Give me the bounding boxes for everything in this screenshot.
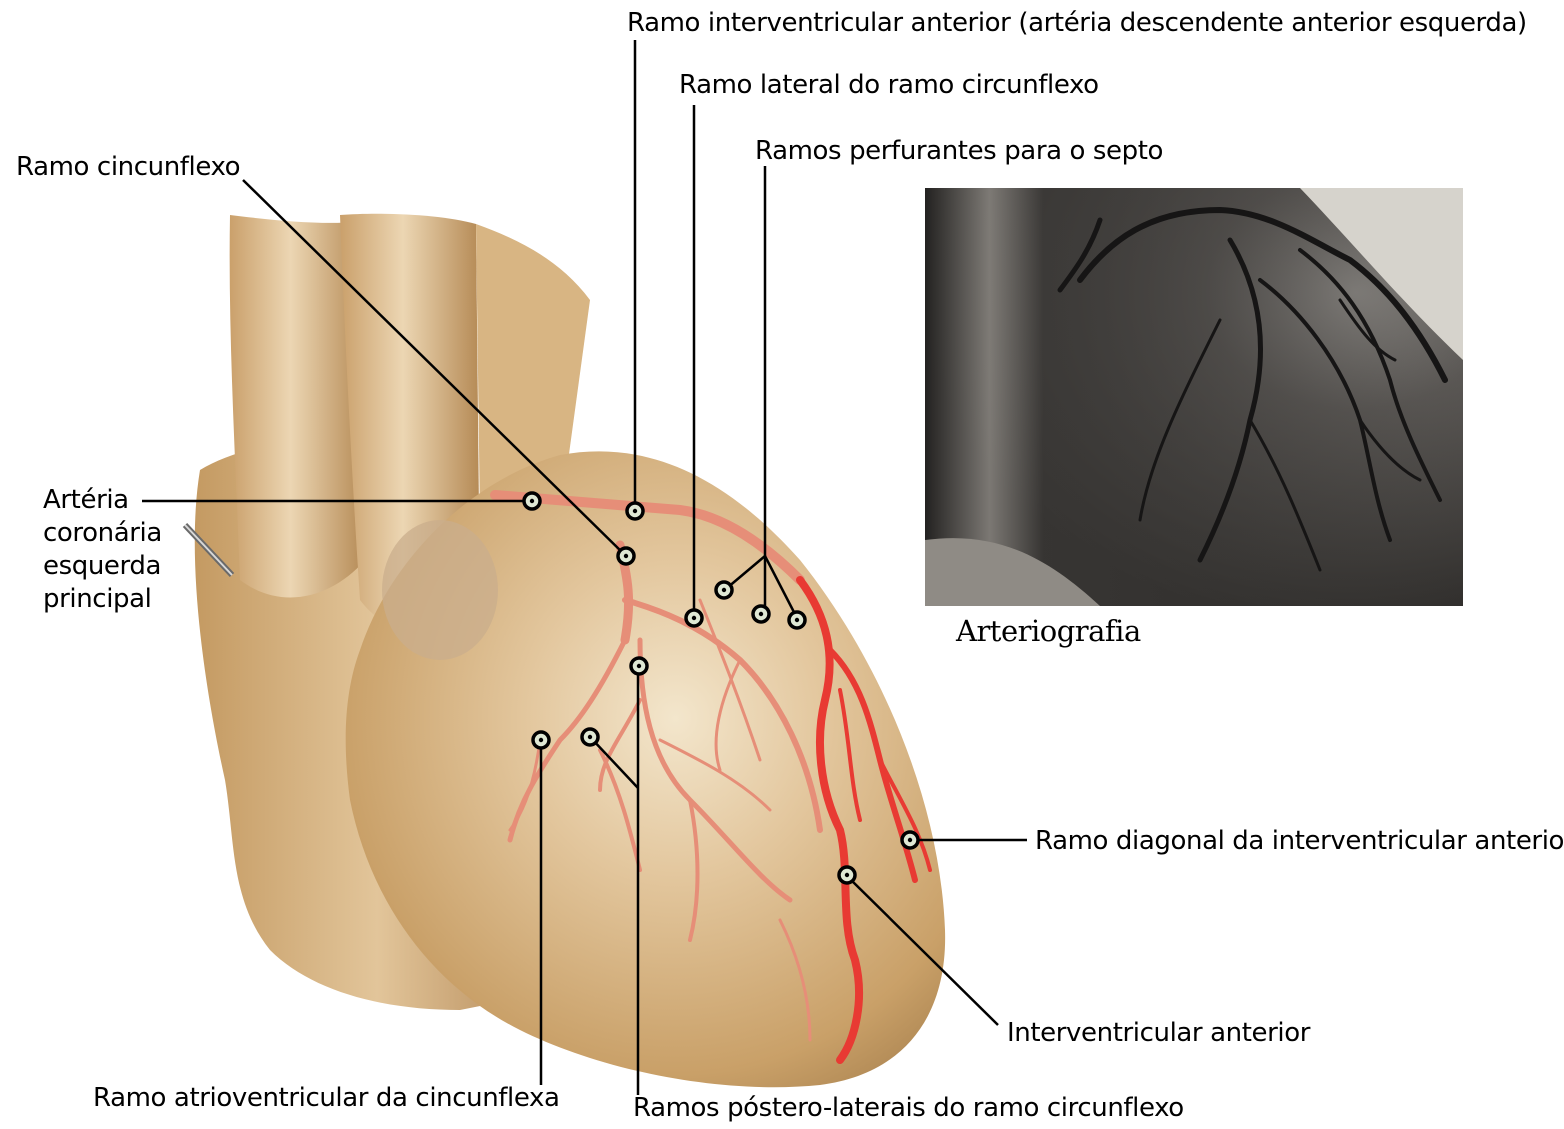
arteriography-image: [925, 188, 1463, 606]
label-posterolateral-branches: Ramos póstero-laterais do ramo circunfle…: [633, 1093, 1184, 1123]
label-interventricular-anterior: Interventricular anterior: [1007, 1018, 1310, 1048]
marker-septal-1: [716, 582, 732, 598]
marker-interventricular-anterior: [839, 867, 855, 883]
marker-left-main: [524, 493, 540, 509]
marker-circumflex: [618, 548, 634, 564]
label-interventricular-anterior-branch: Ramo interventricular anterior (artéria …: [627, 8, 1527, 38]
label-lateral-circumflex-branch: Ramo lateral do ramo circunflexo: [679, 70, 1099, 100]
label-left-main-coronary: Artéria coronária esquerda principal: [43, 484, 162, 616]
marker-atrioventricular: [533, 732, 549, 748]
marker-interventricular-anterior-branch: [627, 503, 643, 519]
label-circumflex-branch: Ramo cincunflexo: [16, 152, 240, 182]
arteriography-caption: Arteriografia: [956, 614, 1141, 648]
marker-diagonal: [902, 832, 918, 848]
marker-posterolateral: [631, 658, 647, 674]
label-atrioventricular-circumflex: Ramo atrioventricular da cincunflexa: [93, 1083, 560, 1113]
marker-lateral-circumflex: [686, 610, 702, 626]
marker-septal-2: [753, 606, 769, 622]
label-diagonal-branch: Ramo diagonal da interventricular anteri…: [1035, 826, 1564, 856]
marker-septal-3: [789, 612, 805, 628]
label-septal-perforating-branches: Ramos perfurantes para o septo: [755, 136, 1163, 166]
marker-posterolateral-2: [582, 729, 598, 745]
